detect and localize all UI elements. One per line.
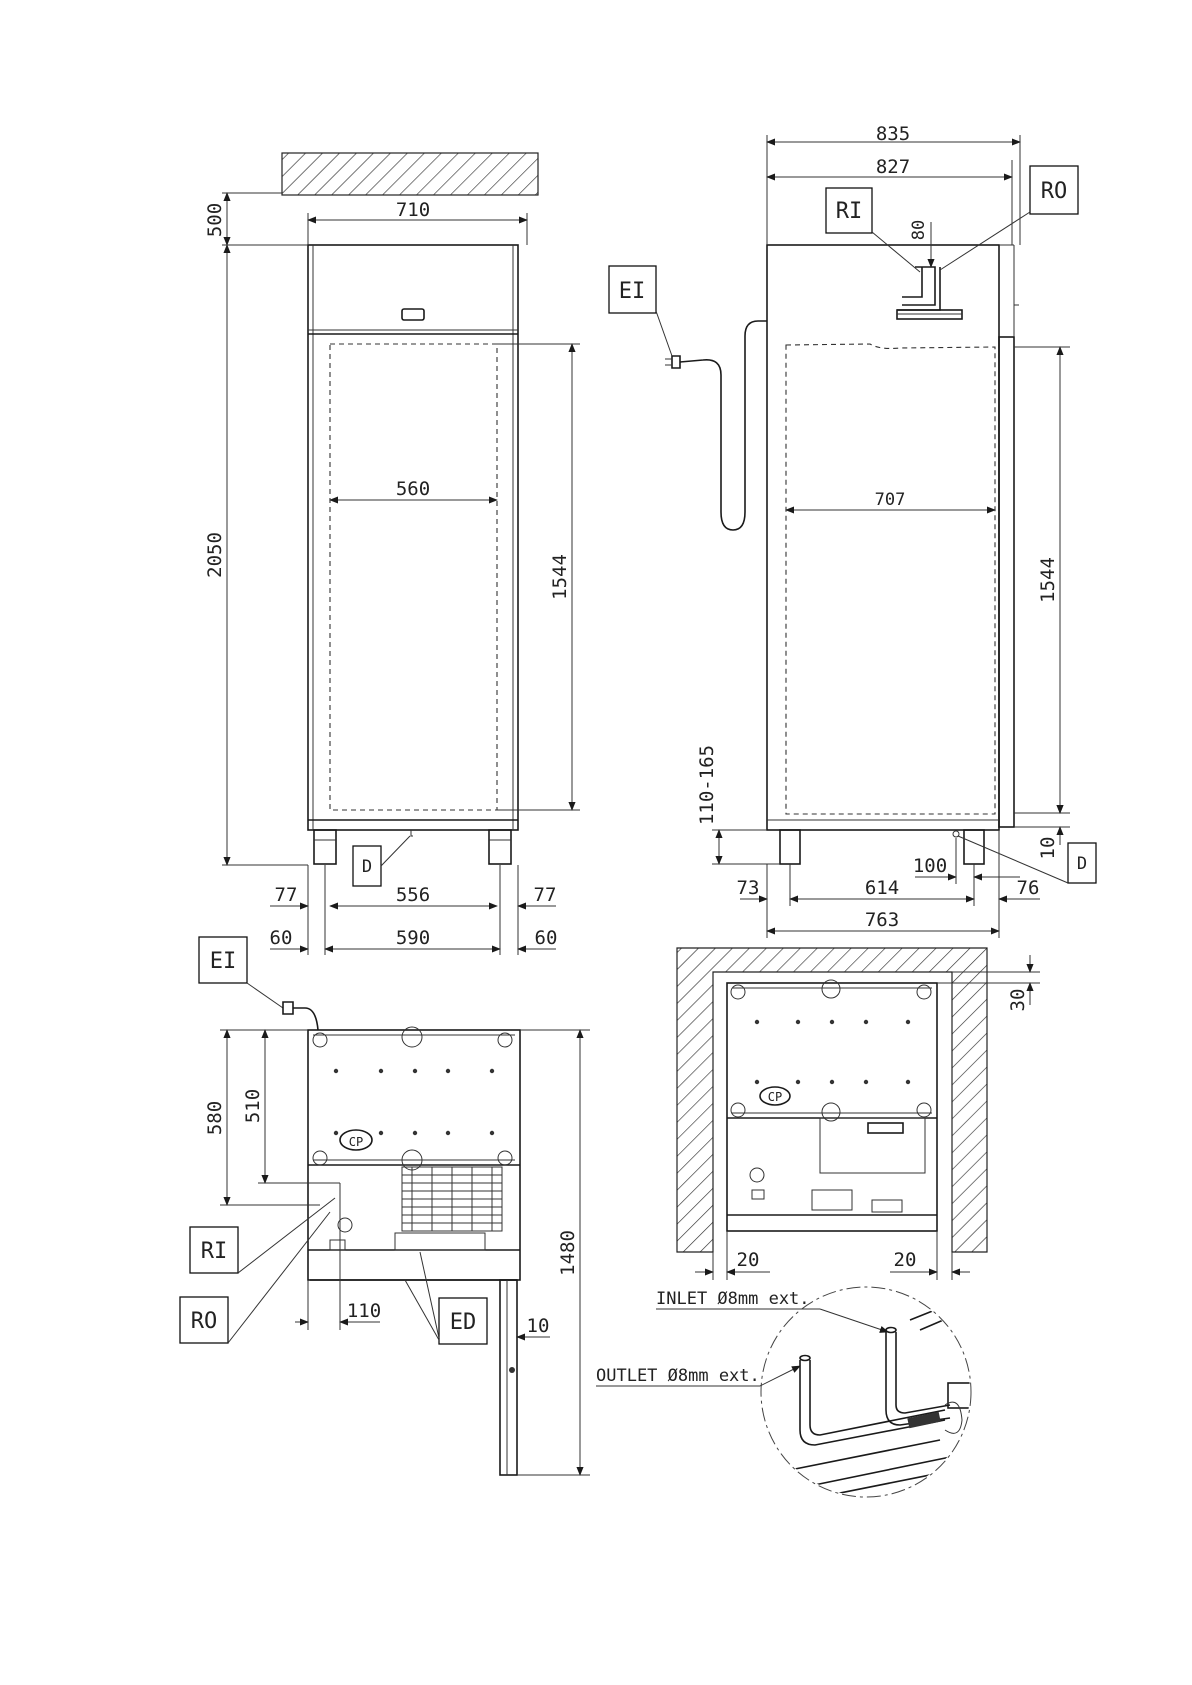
- inlet-note: INLET Ø8mm ext.: [656, 1289, 810, 1309]
- label-drain-front: D: [362, 857, 372, 877]
- pipe-detail-view: INLET Ø8mm ext. OUTLET Ø8mm ext.: [596, 1287, 990, 1505]
- dim-drain-offset: 100: [913, 855, 947, 877]
- power-cable: [680, 321, 767, 530]
- dim-front-offset: 76: [1017, 877, 1040, 899]
- top-view-holes: [334, 1069, 494, 1135]
- dim-inner-depth: 707: [875, 490, 906, 510]
- side-foot-rear: [780, 830, 800, 864]
- side-foot-front: [964, 830, 984, 864]
- dim-left-foot-offset: 77: [275, 884, 298, 906]
- installation-view-holes: [755, 1020, 910, 1084]
- dim-base-depth: 763: [865, 909, 899, 931]
- label-refrigerant-out-top: RO: [191, 1309, 218, 1334]
- dim-front-feet-spacing: 556: [396, 884, 430, 906]
- dim-top-depth-inner: 510: [242, 1089, 264, 1123]
- front-door-outline: [330, 344, 497, 810]
- control-panel-display: [402, 309, 424, 320]
- label-electric-drain: ED: [450, 1310, 477, 1335]
- dim-right-edge: 60: [535, 927, 558, 949]
- door-open-position: [500, 1280, 517, 1475]
- front-cabinet-body: [308, 245, 518, 830]
- dim-side-feet-spacing: 614: [865, 877, 899, 899]
- dim-overall-width: 710: [396, 199, 430, 221]
- front-foot-right: [489, 830, 511, 864]
- dim-overall-height: 2050: [204, 532, 226, 578]
- dim-side-door-height: 1544: [1037, 557, 1059, 603]
- dim-refrigerant-height: 80: [909, 220, 929, 240]
- label-refrigerant-out-side: RO: [1041, 179, 1068, 204]
- label-electric-in-side: EI: [619, 279, 646, 304]
- dim-leg-height: 110-165: [696, 745, 718, 825]
- label-electric-in-top: EI: [210, 949, 237, 974]
- outlet-note: OUTLET Ø8mm ext.: [596, 1366, 760, 1386]
- side-view: 835 827 80 RI RO EI 707 1544 10 D: [609, 123, 1096, 938]
- front-view: 500 2050 710 560 1544 D 77 556 77: [204, 153, 580, 955]
- dim-right-clearance: 20: [894, 1249, 917, 1271]
- dim-door-bottom-gap: 10: [1037, 837, 1059, 860]
- label-cp-top: CP: [349, 1135, 363, 1149]
- dim-rear-offset: 73: [737, 877, 760, 899]
- label-refrigerant-in-side: RI: [836, 199, 863, 224]
- dim-pipe-offset: 110: [347, 1300, 381, 1322]
- dim-left-edge: 60: [270, 927, 293, 949]
- dim-total-depth: 835: [876, 123, 910, 145]
- side-door-edge: [999, 337, 1014, 827]
- top-view: CP EI 580 510 1480: [180, 937, 590, 1475]
- dim-front-door-height: 1544: [549, 554, 571, 600]
- label-drain-side: D: [1077, 854, 1087, 874]
- dim-inner-width: 560: [396, 478, 430, 500]
- label-cp-installation: CP: [768, 1090, 782, 1104]
- ceiling-hatch: [282, 153, 538, 195]
- front-foot-left: [314, 830, 336, 864]
- side-cabinet-body: [767, 245, 999, 830]
- dim-top-clearance: 30: [1007, 989, 1029, 1012]
- dim-base-width: 590: [396, 927, 430, 949]
- dim-left-clearance: 20: [737, 1249, 760, 1271]
- installation-view: CP 30 20 20: [677, 948, 1040, 1280]
- dim-top-depth-outer: 580: [204, 1101, 226, 1135]
- detail-circle: [761, 1287, 971, 1497]
- dim-right-foot-offset: 77: [534, 884, 557, 906]
- dim-door-swing-depth: 1480: [557, 1230, 579, 1276]
- dim-body-depth: 827: [876, 156, 910, 178]
- dim-wall-clearance: 500: [204, 203, 226, 237]
- dim-door-thickness: 10: [527, 1315, 550, 1337]
- wall-niche-hatch: [677, 948, 987, 1252]
- label-refrigerant-in-top: RI: [201, 1239, 228, 1264]
